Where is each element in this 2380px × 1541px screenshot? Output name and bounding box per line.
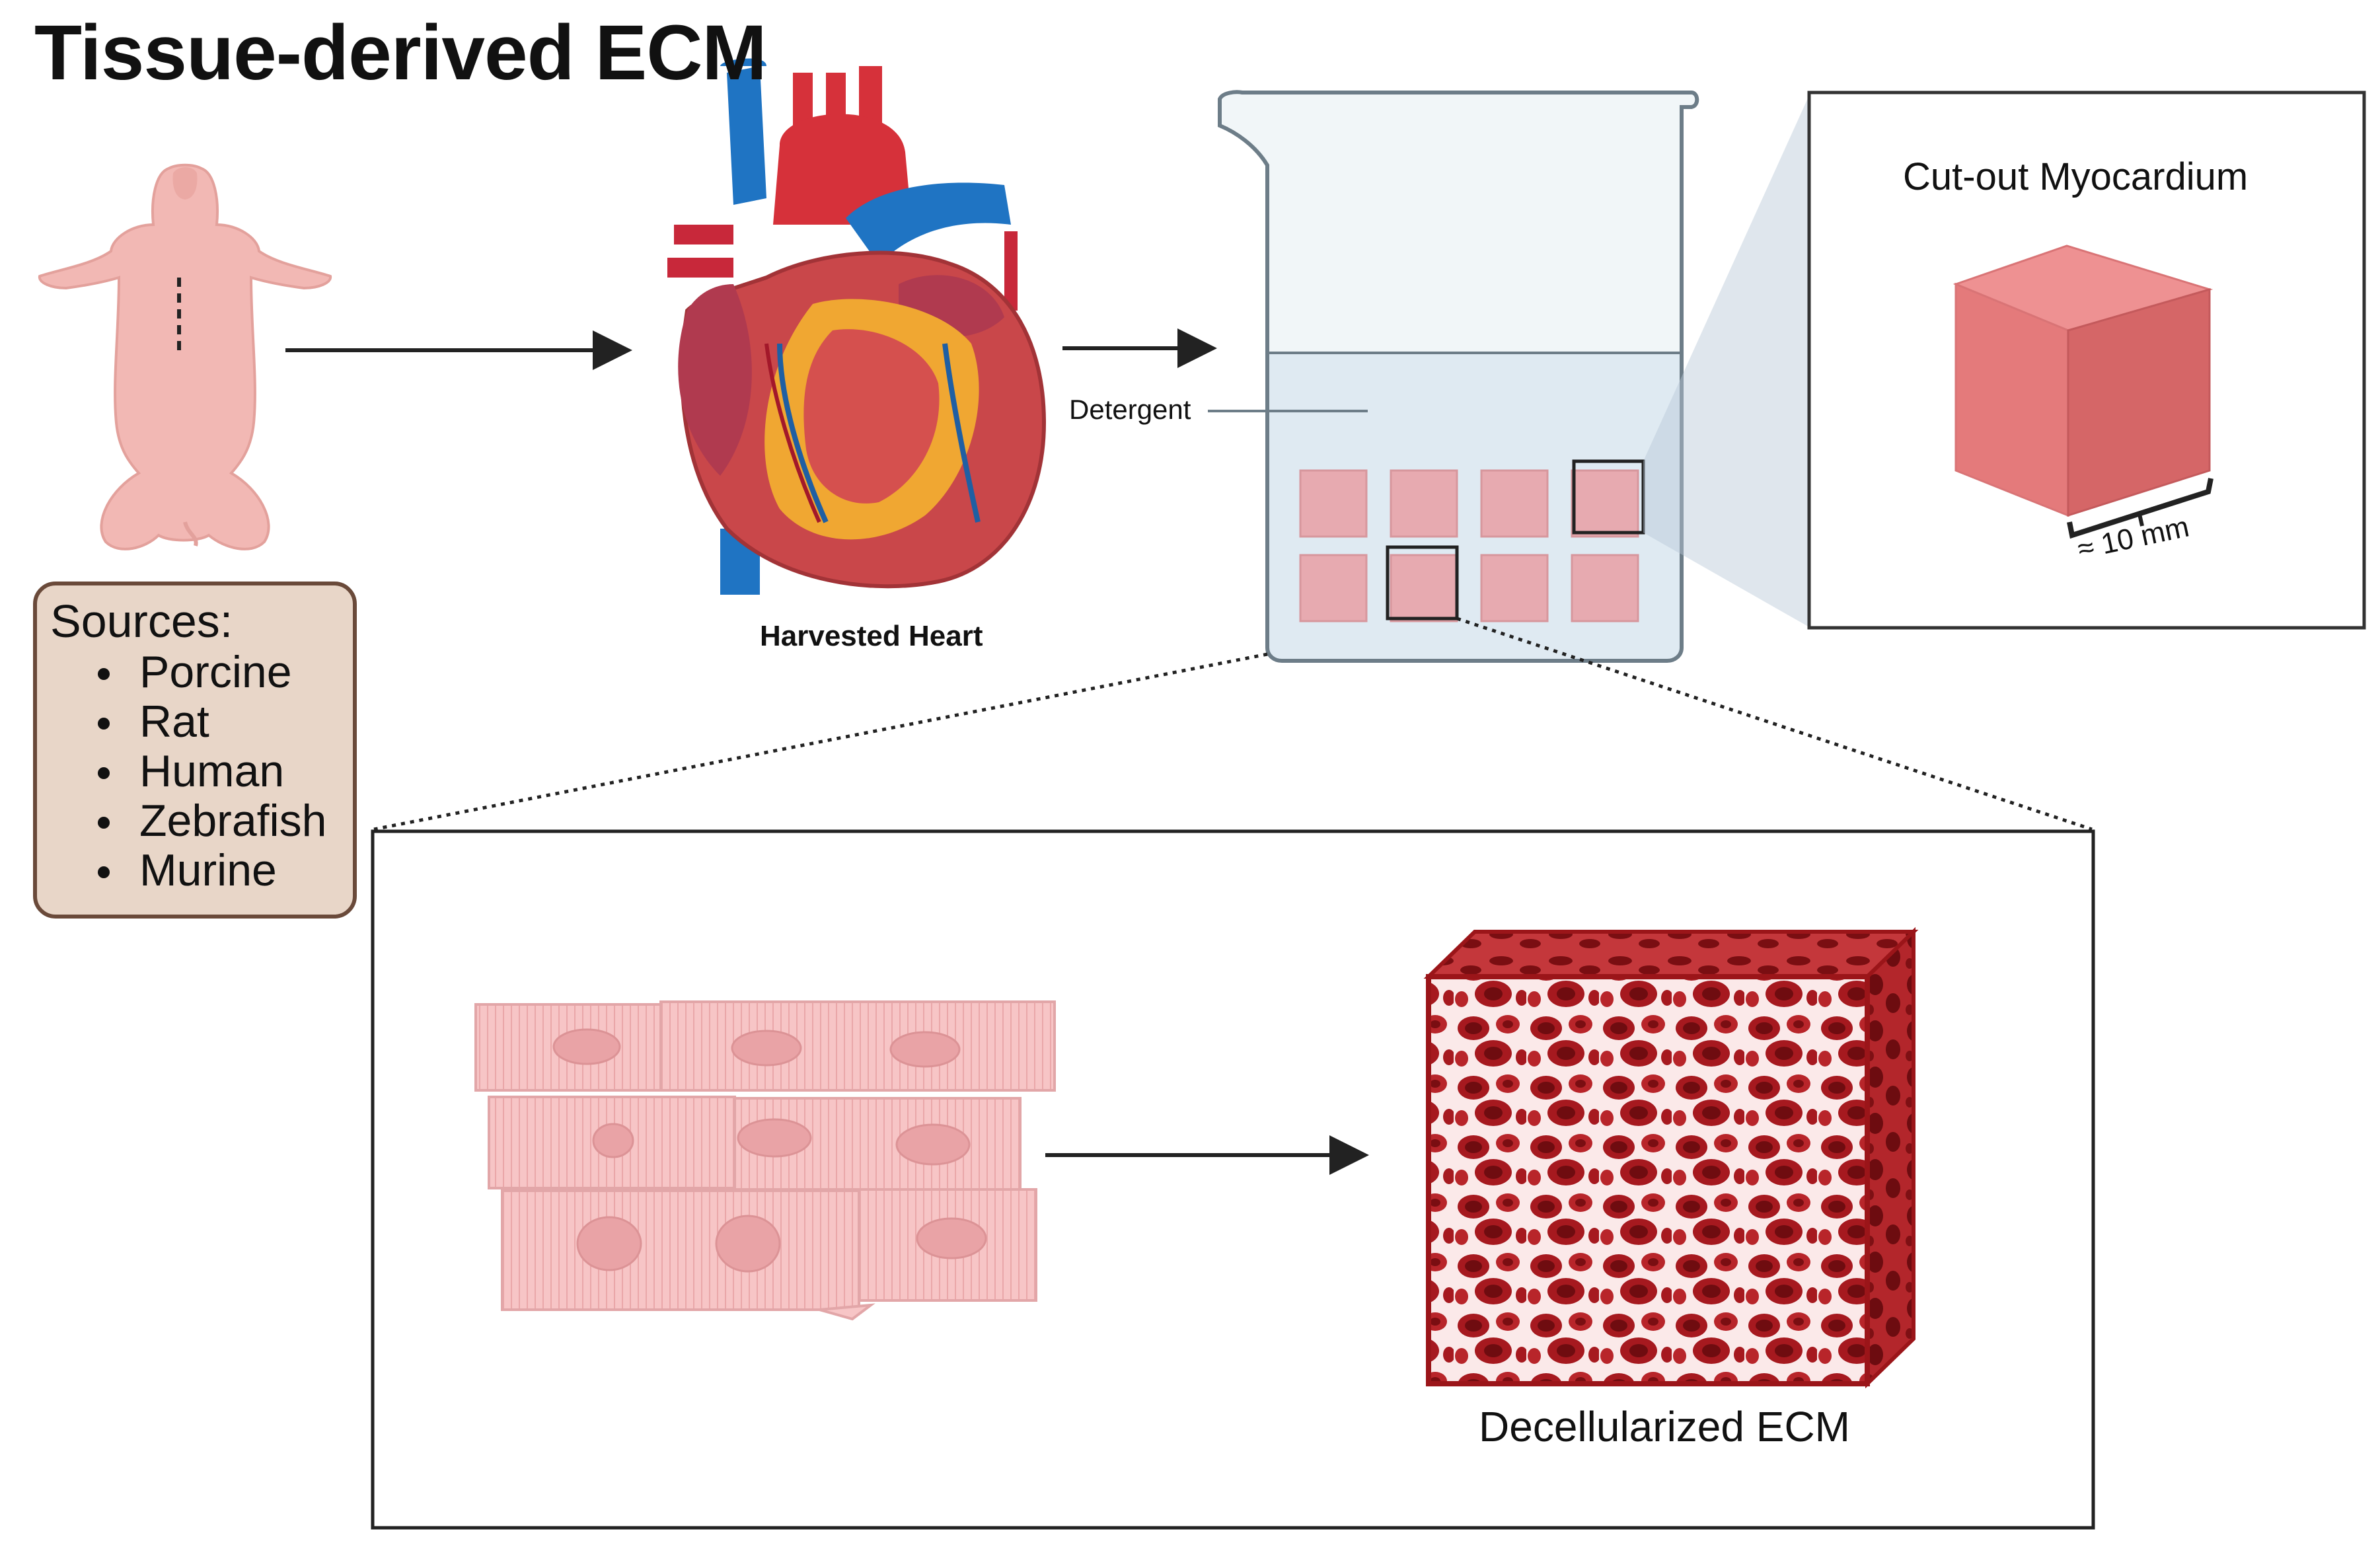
harvested-heart-label: Harvested Heart [760,620,983,652]
ecm-scaffold-icon [1423,926,1919,1389]
zoom-line-right [1456,617,2093,831]
sources-box: Sources: Porcine Rat Human Zebrafish Mur… [33,582,357,919]
tissue-cube-icon [1952,244,2213,539]
zoom-wedge [1643,93,1810,628]
list-item: Zebrafish [50,796,353,846]
page-title: Tissue-derived ECM [34,9,767,96]
list-item: Human [50,747,353,796]
heart-icon [667,58,1047,595]
decellularized-ecm-label: Decellularized ECM [1479,1403,1850,1450]
list-item: Porcine [50,648,353,697]
detergent-label: Detergent [1069,394,1191,425]
list-item: Murine [50,846,353,895]
cut-out-myocardium-label: Cut-out Myocardium [1903,155,2249,198]
beaker-icon [1208,90,1699,663]
cardiomyocytes-icon [474,1000,1056,1321]
pig-icon [38,163,332,550]
zoom-line-left [373,652,1268,831]
sources-heading: Sources: [50,595,233,647]
list-item: Rat [50,697,353,747]
sources-list: Porcine Rat Human Zebrafish Murine [50,648,353,895]
